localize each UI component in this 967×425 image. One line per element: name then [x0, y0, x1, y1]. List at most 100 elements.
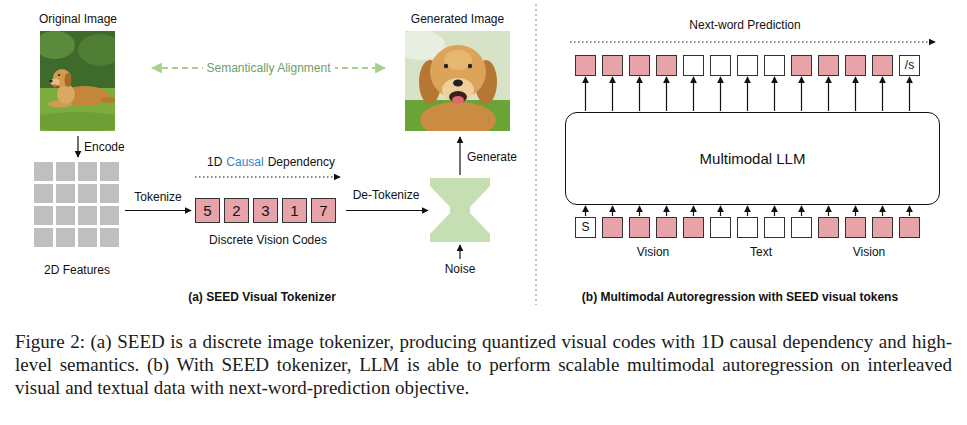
- feature-cell: [100, 228, 119, 247]
- annotation-text: Noise: [445, 262, 476, 276]
- flow-arrow: [774, 77, 775, 111]
- node-text: /s: [905, 59, 914, 73]
- node-text: 1: [290, 202, 298, 219]
- code-token: 3: [253, 198, 278, 223]
- token-box: [684, 218, 704, 238]
- flow-arrow: [828, 77, 829, 111]
- flow-arrow: [801, 77, 802, 111]
- code-token: 7: [311, 198, 336, 223]
- flow-arrow: [459, 137, 460, 175]
- token-box: [684, 56, 704, 76]
- flow-arrow: [747, 77, 748, 111]
- edge-label: Semantically Alignment: [202, 60, 334, 76]
- dotted-arrow: [195, 176, 340, 177]
- flow-arrow: [720, 77, 721, 111]
- dog-photo: [78, 34, 115, 66]
- token-row: [576, 56, 920, 238]
- annotation-text: Next-word Prediction: [689, 18, 800, 32]
- feature-cell: [100, 162, 119, 181]
- token-box: [603, 218, 623, 238]
- image-frame: Generated Image: [400, 13, 515, 133]
- token-box: [900, 218, 920, 238]
- token-box: [630, 218, 650, 238]
- token-box: [657, 56, 677, 76]
- feature-cell: [34, 206, 53, 225]
- edge-label: Encode: [84, 140, 125, 154]
- dog-photo: [405, 31, 510, 131]
- token-box: [765, 218, 785, 238]
- dog-photo: [40, 112, 115, 131]
- panel-divider: [535, 4, 536, 305]
- annotation-text: Causal: [226, 155, 263, 169]
- node-text: Multimodal LLM: [700, 150, 806, 167]
- token-box: [792, 56, 812, 76]
- token-box: [846, 218, 866, 238]
- token-box: [576, 56, 596, 76]
- feature-cell: [100, 206, 119, 225]
- feature-cell: [56, 184, 75, 203]
- flow-arrow: [346, 210, 428, 211]
- flow-arrow: [639, 77, 640, 111]
- flow-arrow: [693, 77, 694, 111]
- code-token: 5: [195, 198, 220, 223]
- flow-arrow: [882, 77, 883, 111]
- node-text: 3: [261, 202, 269, 219]
- dog-photo: [49, 79, 52, 82]
- feature-grid: 2D Features: [32, 160, 122, 278]
- dotted-arrow: [570, 41, 935, 42]
- dog-photo: [444, 64, 448, 68]
- dog-photo: [65, 73, 72, 87]
- flow-arrow: [720, 206, 721, 216]
- token-box: [792, 218, 812, 238]
- code-token: 2: [224, 198, 249, 223]
- feature-cell: [34, 162, 53, 181]
- figure-caption: Figure 2: (a) SEED is a discrete image t…: [15, 330, 952, 399]
- feature-cell: [34, 184, 53, 203]
- node-text: S: [581, 221, 589, 235]
- flow-arrow: [828, 206, 829, 216]
- dog-photo: [449, 91, 467, 103]
- annotation-text: Dependency: [268, 155, 335, 169]
- flow-arrow: [693, 206, 694, 216]
- code-token: 1: [282, 198, 307, 223]
- node-text: Original Image: [39, 13, 117, 27]
- code-sequence: Discrete Vision Codes52317: [193, 195, 343, 248]
- flow-arrow: [459, 245, 460, 259]
- flow-arrow: [909, 206, 910, 216]
- token-box: [711, 218, 731, 238]
- dog-photo: [444, 50, 472, 70]
- dog-photo: [57, 84, 75, 104]
- edge-label: Tokenize: [134, 190, 181, 204]
- flow-arrow: [666, 206, 667, 216]
- feature-cell: [78, 206, 97, 225]
- node-text: 7: [319, 202, 327, 219]
- token-box: [873, 56, 893, 76]
- node-text: 5: [203, 202, 211, 219]
- flow-arrow: [747, 206, 748, 216]
- dog-photo: [40, 31, 115, 131]
- llm-box: Multimodal LLM: [565, 112, 940, 205]
- feature-cell: [34, 228, 53, 247]
- annotation-text: De-Tokenize: [353, 188, 420, 202]
- dog-photo: [420, 102, 496, 131]
- decoder-hourglass: [430, 178, 490, 242]
- feature-cell: [78, 162, 97, 181]
- feature-cell: [56, 228, 75, 247]
- annotation-text: Vision: [853, 245, 885, 259]
- token-box: [819, 56, 839, 76]
- connector-arrow: [909, 77, 910, 111]
- panel-title: (a) SEED Visual Tokenizer: [188, 290, 336, 304]
- dog-photo: [40, 31, 75, 59]
- flow-arrow: [612, 77, 613, 111]
- flow-arrow: [855, 206, 856, 216]
- token-box: /s: [899, 55, 920, 76]
- token-box: [738, 56, 758, 76]
- feature-cell: [56, 206, 75, 225]
- token-box: S: [575, 217, 596, 238]
- dog-photo: [100, 97, 115, 103]
- flow-arrow: [639, 206, 640, 216]
- node-text: 2D Features: [44, 264, 110, 278]
- connector-arrow: [125, 210, 191, 211]
- dog-photo: [453, 80, 463, 87]
